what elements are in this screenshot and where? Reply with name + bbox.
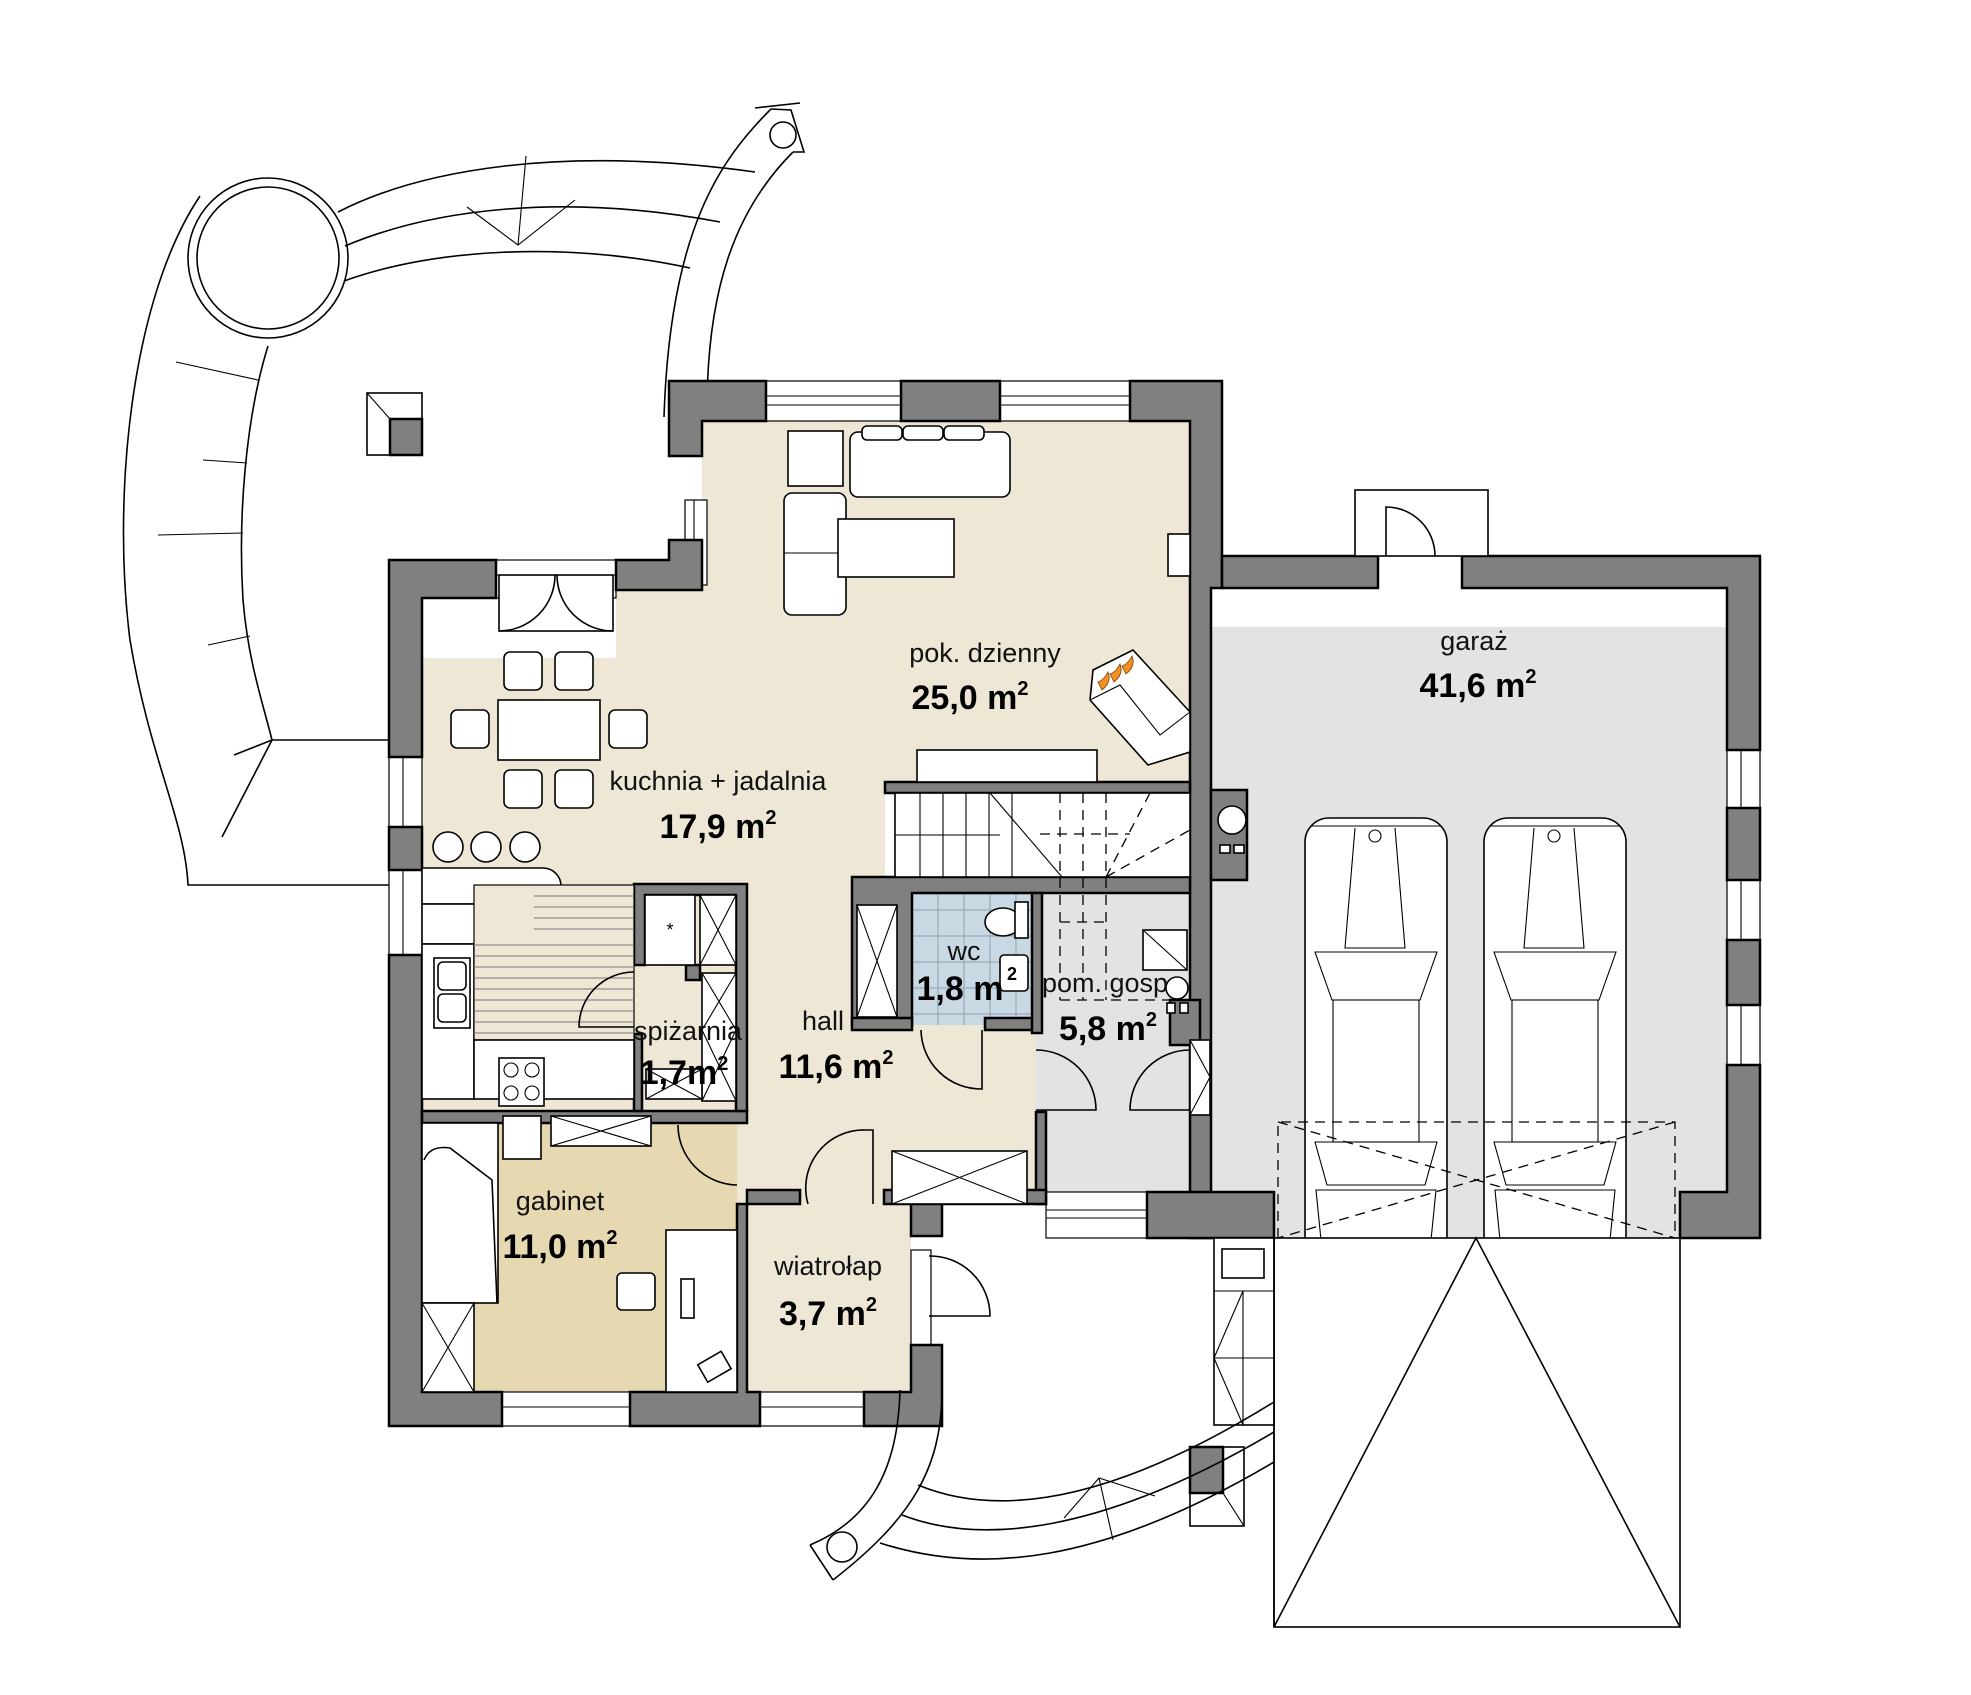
living-room-furniture	[783, 425, 1247, 854]
door-icon	[1385, 506, 1436, 557]
room-area-wc: 1,8 m	[917, 970, 1004, 1008]
room-name-kitchen: kuchnia + jadalnia	[610, 766, 828, 796]
washbasin-mark: 2	[1007, 964, 1017, 984]
garage-details	[1277, 489, 1676, 1261]
room-area-vestibule: 3,7 m2	[779, 1294, 877, 1333]
room-name-living: pok. dzienny	[909, 638, 1061, 668]
vestibule-floor	[747, 1204, 911, 1392]
dining-table-icon	[497, 699, 601, 761]
sofa-corner-icon	[783, 492, 847, 616]
sofa-icon	[849, 431, 1011, 498]
room-area-utility: 5,8 m2	[1059, 1009, 1157, 1048]
staircase	[894, 792, 1191, 1014]
bar-stool-icon	[432, 831, 464, 863]
room-name-study: gabinet	[516, 1186, 605, 1216]
room-name-hall: hall	[802, 1006, 844, 1036]
fridge-icon	[644, 894, 696, 966]
fire-icon	[1097, 671, 1110, 691]
study-floor	[422, 1123, 737, 1392]
office-chair-icon	[616, 1272, 656, 1311]
room-name-utility: pom. gosp	[1042, 968, 1168, 998]
coffee-table-icon	[837, 518, 955, 578]
fridge-mark: *	[666, 920, 673, 940]
room-area-hall: 11,6 m2	[778, 1047, 893, 1086]
sofa-bed-icon	[421, 1122, 499, 1304]
round-planter-icon	[187, 177, 349, 339]
kitchen-furniture	[421, 574, 648, 1107]
car-icon	[1483, 817, 1627, 1261]
room-name-vestibule: wiatrołap	[773, 1251, 882, 1281]
room-area-living: 25,0 m2	[912, 678, 1029, 717]
room-area-study: 11,0 m2	[502, 1227, 617, 1266]
washbasin-icon	[999, 954, 1029, 992]
room-name-pantry: spiżarnia	[634, 1016, 743, 1046]
boiler-icon	[1165, 976, 1189, 1000]
double-door-icon	[498, 574, 614, 632]
room-labels: pok. dzienny 25,0 m2 kuchnia + jadalnia …	[502, 626, 1536, 1333]
wc-fixtures: 2	[984, 901, 1029, 992]
pantry-furniture: *	[644, 894, 737, 1102]
hall-furniture	[804, 904, 1211, 1317]
door-icon	[920, 1029, 983, 1090]
canopy-roof-icon	[1273, 1237, 1681, 1628]
boiler-icon	[1217, 805, 1247, 835]
room-area-pantry: 1,7m2	[640, 1053, 729, 1092]
room-area-kitchen: 17,9 m2	[660, 807, 777, 846]
armchair-icon	[787, 430, 844, 487]
room-name-wc: wc	[947, 936, 981, 966]
study-furniture	[421, 1115, 738, 1393]
room-name-garage: garaż	[1440, 626, 1508, 656]
room-area-garage: 41,6 m2	[1420, 666, 1537, 705]
car-icon	[1304, 817, 1448, 1261]
garage-door-swing	[1277, 1121, 1676, 1239]
front-outside	[809, 1236, 1681, 1628]
garage-floor	[1211, 627, 1727, 1238]
chair-icon	[503, 651, 543, 691]
window-icon	[765, 380, 902, 422]
terrace-top-left	[122, 102, 806, 886]
